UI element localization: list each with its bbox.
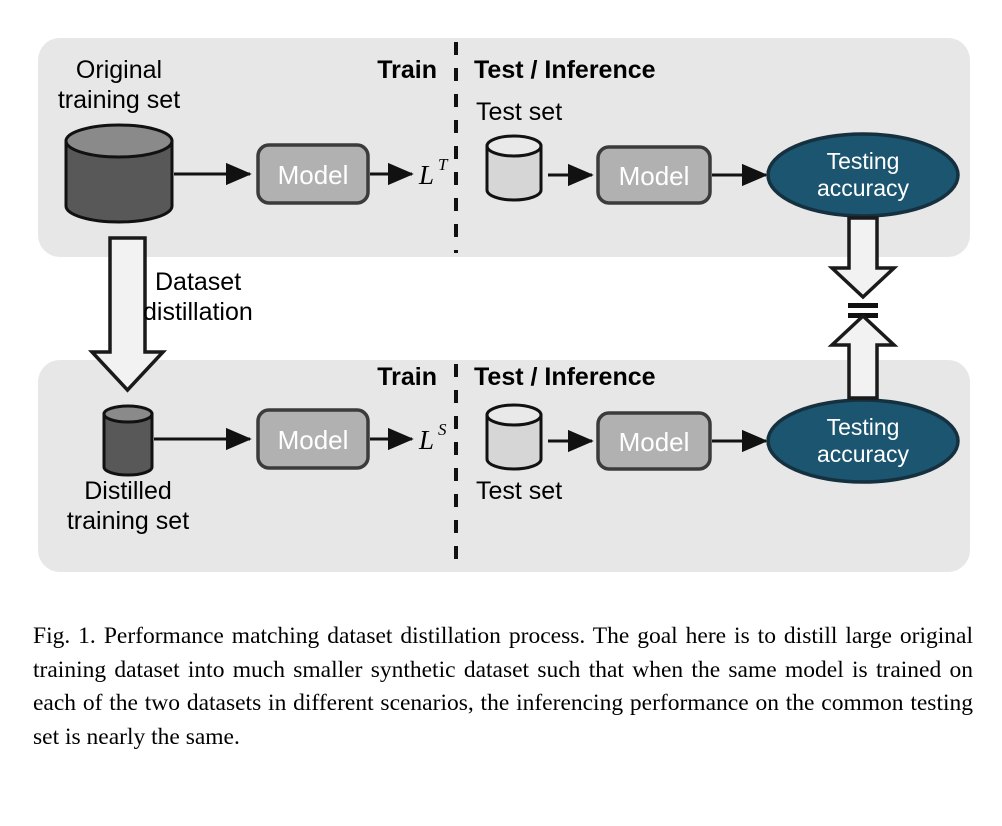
dataset-distillation-arrow: Dataset distillation: [87, 236, 253, 393]
model-box-test-bottom: Model: [596, 411, 712, 471]
equality-arrow-up: [827, 313, 899, 400]
figure-diagram: Train Test / Inference Original training…: [38, 38, 970, 572]
loss-symbol-top-base: L: [418, 160, 434, 190]
original-dataset-label-line2: training set: [58, 86, 180, 114]
model-box-test-top: Model: [596, 145, 712, 205]
loss-symbol-bottom-base: L: [418, 425, 434, 455]
figure-caption: Fig. 1.Performance matching dataset dist…: [33, 620, 973, 754]
model-box-train-bottom-label: Model: [278, 425, 349, 455]
original-training-set-cylinder: [64, 123, 174, 224]
test-set-label-top: Test set: [476, 98, 562, 126]
testing-accuracy-top-line2: accuracy: [817, 175, 910, 201]
panel-top-test-label: Test / Inference: [474, 56, 656, 84]
distilled-training-set-cylinder: [102, 404, 154, 477]
dataset-distillation-label-line2: distillation: [143, 298, 253, 326]
loss-symbol-top-superscript: T: [438, 155, 449, 174]
testing-accuracy-top-line1: Testing: [827, 148, 900, 174]
model-box-test-bottom-label: Model: [619, 427, 690, 457]
figure-caption-text: Performance matching dataset distillatio…: [33, 623, 973, 750]
test-set-cylinder-top: [485, 134, 543, 202]
model-box-train-top-label: Model: [278, 160, 349, 190]
distilled-dataset-label-line1: Distilled: [84, 477, 172, 505]
model-box-test-top-label: Model: [619, 161, 690, 191]
testing-accuracy-bottom-line1: Testing: [827, 414, 900, 440]
dataset-distillation-label-line1: Dataset: [155, 268, 241, 296]
panel-bottom-test-label: Test / Inference: [474, 363, 656, 391]
loss-symbol-top: L T: [418, 155, 449, 190]
testing-accuracy-ellipse-bottom: Testing accuracy: [766, 398, 960, 484]
testing-accuracy-bottom-line2: accuracy: [817, 441, 910, 467]
model-box-train-bottom: Model: [256, 408, 370, 470]
test-set-cylinder-bottom: [485, 403, 543, 471]
test-set-label-bottom: Test set: [476, 477, 562, 505]
panel-bottom: Train Test / Inference Distilled trainin…: [38, 360, 970, 572]
figure-caption-label: Fig. 1.: [33, 623, 96, 649]
panel-top-train-label: Train: [377, 56, 437, 84]
equality-arrow-down: [827, 216, 899, 300]
loss-symbol-bottom: L S: [418, 420, 447, 455]
panel-bottom-train-label: Train: [377, 363, 437, 391]
distilled-dataset-label-line2: training set: [67, 507, 189, 535]
original-dataset-label-line1: Original: [76, 56, 162, 84]
loss-symbol-bottom-superscript: S: [438, 420, 447, 439]
model-box-train-top: Model: [256, 143, 370, 205]
testing-accuracy-ellipse-top: Testing accuracy: [766, 132, 960, 218]
panel-top: Train Test / Inference Original training…: [38, 38, 970, 257]
